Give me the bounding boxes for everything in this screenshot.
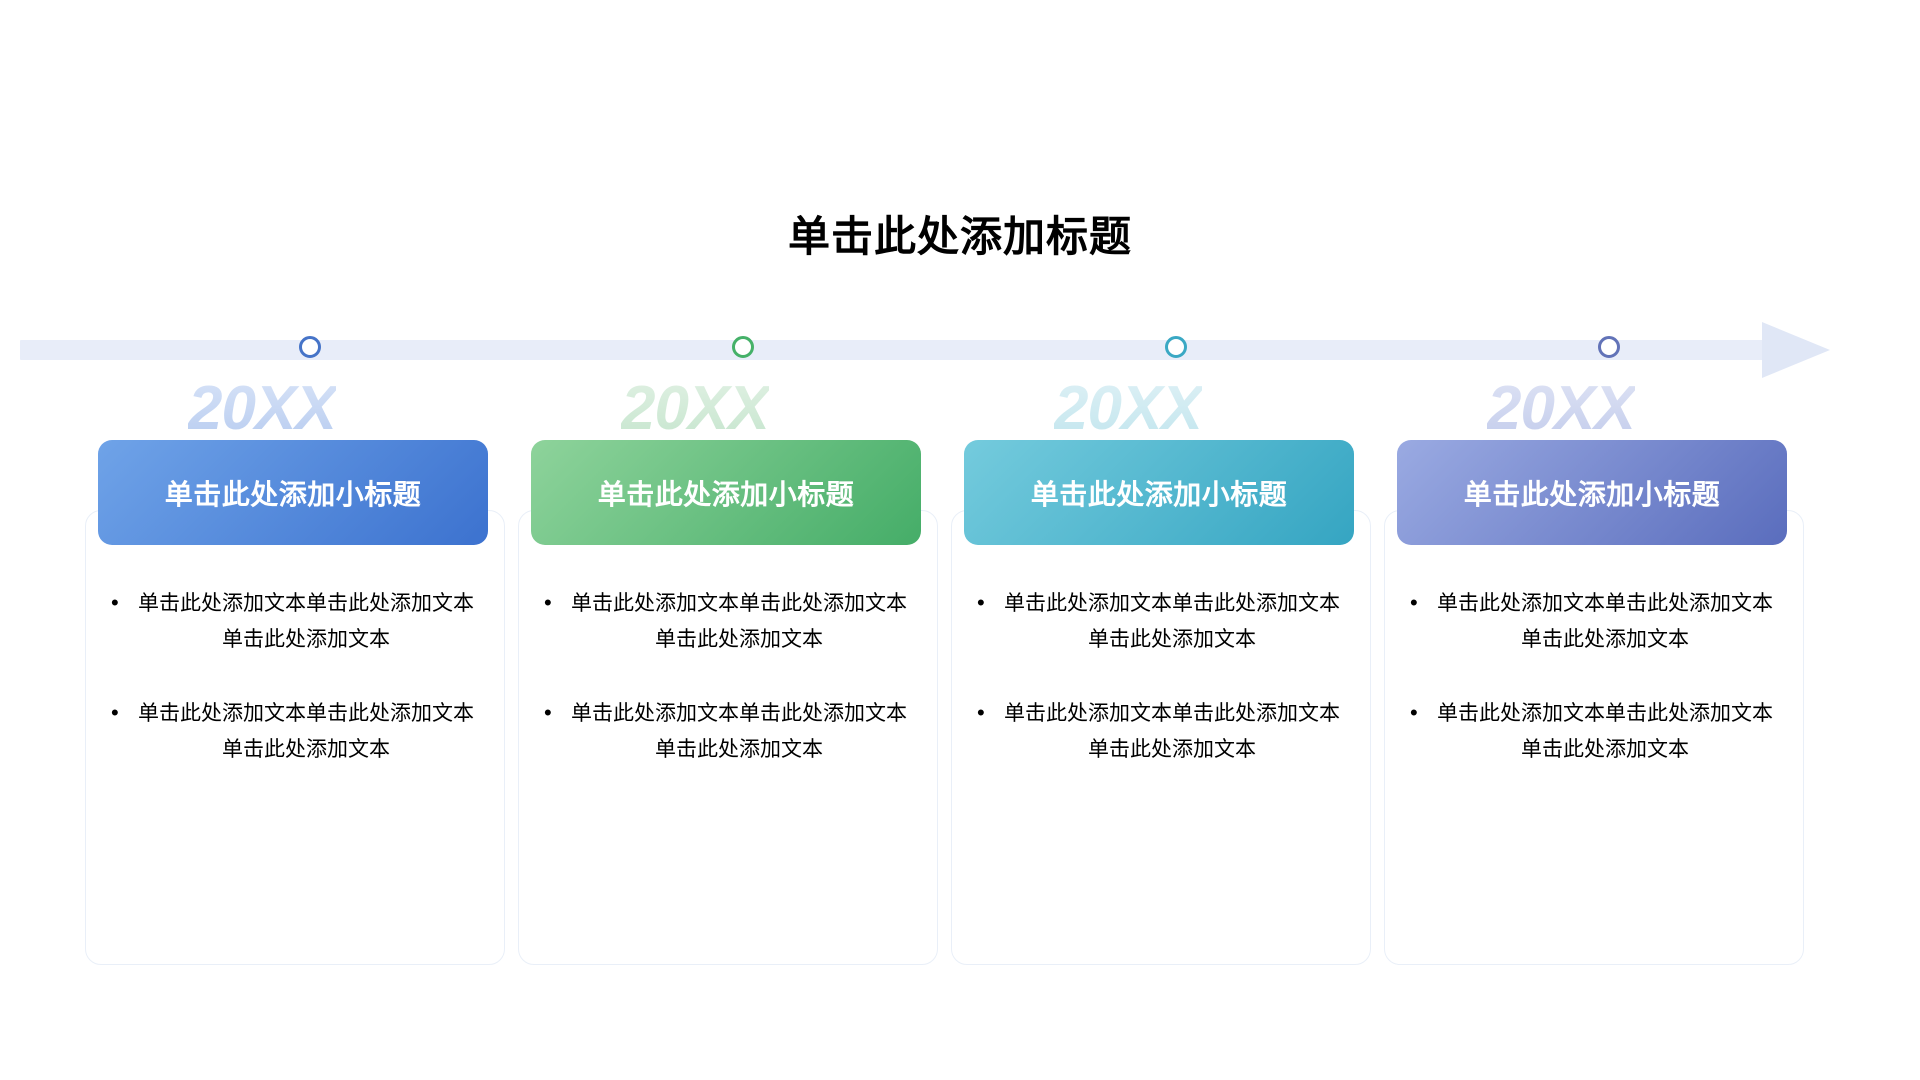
bullet-icon: • [111,590,119,615]
list-item: • 单击此处添加文本单击此处添加文本单击此处添加文本 [1410,695,1782,767]
list-item-text: 单击此处添加文本单击此处添加文本单击此处添加文本 [1004,701,1340,761]
timeline-node-3[interactable] [1165,336,1187,358]
content-card [1384,510,1804,965]
list-item: • 单击此处添加文本单击此处添加文本单击此处添加文本 [544,585,916,657]
card-body-3: • 单击此处添加文本单击此处添加文本单击此处添加文本 • 单击此处添加文本单击此… [951,585,1371,805]
list-item-text: 单击此处添加文本单击此处添加文本单击此处添加文本 [138,591,474,651]
year-label-3: 20XX [1054,374,1203,443]
bullet-icon: • [111,700,119,725]
bullet-icon: • [1410,590,1418,615]
page-title: 单击此处添加标题 [787,213,1132,260]
content-card [518,510,938,965]
bullet-icon: • [977,590,985,615]
card-header-2[interactable]: 单击此处添加小标题 [531,440,921,545]
list-item: • 单击此处添加文本单击此处添加文本单击此处添加文本 [977,695,1349,767]
list-item-text: 单击此处添加文本单击此处添加文本单击此处添加文本 [1437,701,1773,761]
card-body-4: • 单击此处添加文本单击此处添加文本单击此处添加文本 • 单击此处添加文本单击此… [1384,585,1804,805]
card-body-1: • 单击此处添加文本单击此处添加文本单击此处添加文本 • 单击此处添加文本单击此… [85,585,505,805]
list-item: • 单击此处添加文本单击此处添加文本单击此处添加文本 [977,585,1349,657]
timeline-node-1[interactable] [299,336,321,358]
list-item: • 单击此处添加文本单击此处添加文本单击此处添加文本 [544,695,916,767]
card-header-label: 单击此处添加小标题 [597,478,855,510]
timeline-node-2[interactable] [732,336,754,358]
content-card [85,510,505,965]
year-label-4: 20XX [1487,374,1636,443]
list-item-text: 单击此处添加文本单击此处添加文本单击此处添加文本 [571,591,907,651]
timeline-bar [20,340,1770,360]
card-header-label: 单击此处添加小标题 [1030,478,1288,510]
list-item: • 单击此处添加文本单击此处添加文本单击此处添加文本 [111,585,483,657]
card-header-label: 单击此处添加小标题 [1463,478,1721,510]
list-item-text: 单击此处添加文本单击此处添加文本单击此处添加文本 [138,701,474,761]
card-header-4[interactable]: 单击此处添加小标题 [1397,440,1787,545]
timeline-arrow-icon [1762,322,1830,378]
timeline [0,320,1920,430]
list-item-text: 单击此处添加文本单击此处添加文本单击此处添加文本 [1437,591,1773,651]
list-item: • 单击此处添加文本单击此处添加文本单击此处添加文本 [1410,585,1782,657]
timeline-node-4[interactable] [1598,336,1620,358]
year-label-2: 20XX [621,374,770,443]
bullet-icon: • [1410,700,1418,725]
card-body-2: • 单击此处添加文本单击此处添加文本单击此处添加文本 • 单击此处添加文本单击此… [518,585,938,805]
content-card [951,510,1371,965]
list-item-text: 单击此处添加文本单击此处添加文本单击此处添加文本 [571,701,907,761]
card-header-1[interactable]: 单击此处添加小标题 [98,440,488,545]
card-header-3[interactable]: 单击此处添加小标题 [964,440,1354,545]
year-label-1: 20XX [188,374,337,443]
bullet-icon: • [977,700,985,725]
bullet-icon: • [544,590,552,615]
list-item: • 单击此处添加文本单击此处添加文本单击此处添加文本 [111,695,483,767]
list-item-text: 单击此处添加文本单击此处添加文本单击此处添加文本 [1004,591,1340,651]
card-header-label: 单击此处添加小标题 [164,478,422,510]
bullet-icon: • [544,700,552,725]
